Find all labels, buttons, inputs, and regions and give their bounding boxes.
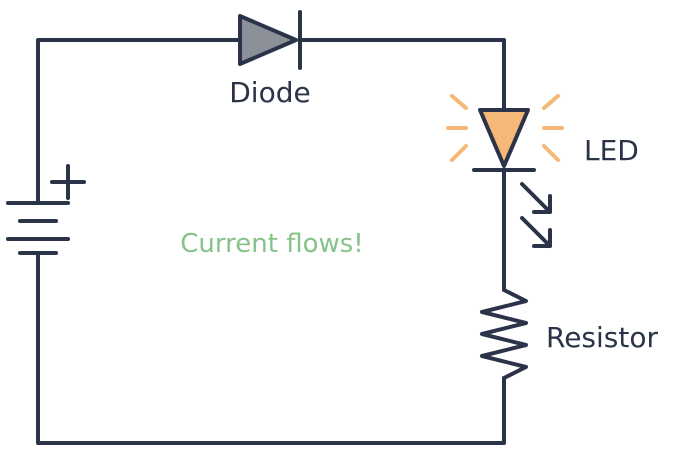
resistor-label: Resistor xyxy=(546,321,658,354)
plus-icon xyxy=(50,164,86,200)
led-label: LED xyxy=(584,134,639,167)
glow-rays-icon xyxy=(446,94,564,162)
resistor-icon xyxy=(480,288,528,380)
led-triangle xyxy=(478,108,530,168)
emission-arrows-icon xyxy=(520,182,552,248)
wire-top-right xyxy=(300,38,506,110)
diode-icon xyxy=(238,10,302,70)
battery-icon xyxy=(6,201,70,255)
diode-triangle xyxy=(238,14,298,66)
wires xyxy=(36,38,506,445)
led-icon xyxy=(472,108,536,172)
wire-bottom xyxy=(36,251,506,445)
status-text: Current flows! xyxy=(180,229,363,259)
wire-top-left xyxy=(36,38,240,205)
diode-label: Diode xyxy=(229,76,310,109)
